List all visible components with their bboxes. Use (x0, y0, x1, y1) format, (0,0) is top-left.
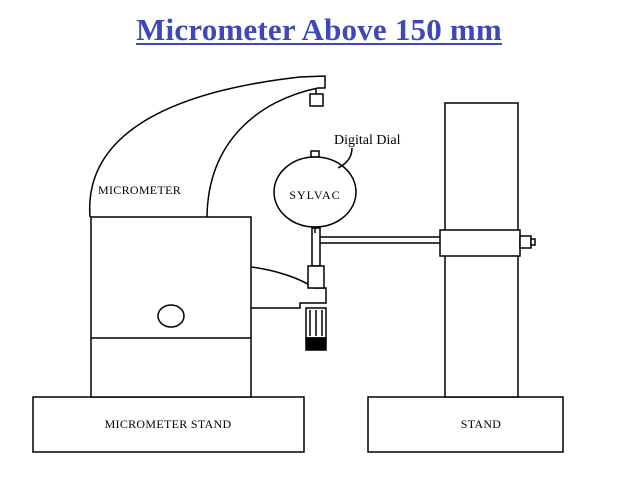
slide-title: Micrometer Above 150 mm (136, 12, 502, 47)
micrometer-frame: MICROMETER (88, 75, 326, 218)
knob-icon (157, 304, 185, 328)
micrometer-stand-label: MICROMETER STAND (105, 417, 232, 431)
anvil-icon (309, 93, 324, 107)
clamp (439, 229, 521, 257)
dial-pointer-line (337, 147, 353, 169)
stand-label: STAND (461, 417, 502, 431)
clamp-screw-icon (519, 235, 532, 249)
digital-dial: SYLVAC Digital Dial (273, 133, 401, 233)
lower-arm (250, 266, 327, 309)
micrometer-body (90, 216, 252, 398)
digital-dial-label: Digital Dial (334, 133, 401, 148)
micrometer-stand: MICROMETER STAND (32, 396, 305, 453)
micrometer-label: MICROMETER (98, 183, 181, 197)
stand-base: STAND (367, 396, 564, 453)
sylvac-label: SYLVAC (289, 188, 340, 202)
spindle (305, 227, 327, 351)
support-arm (320, 229, 536, 257)
